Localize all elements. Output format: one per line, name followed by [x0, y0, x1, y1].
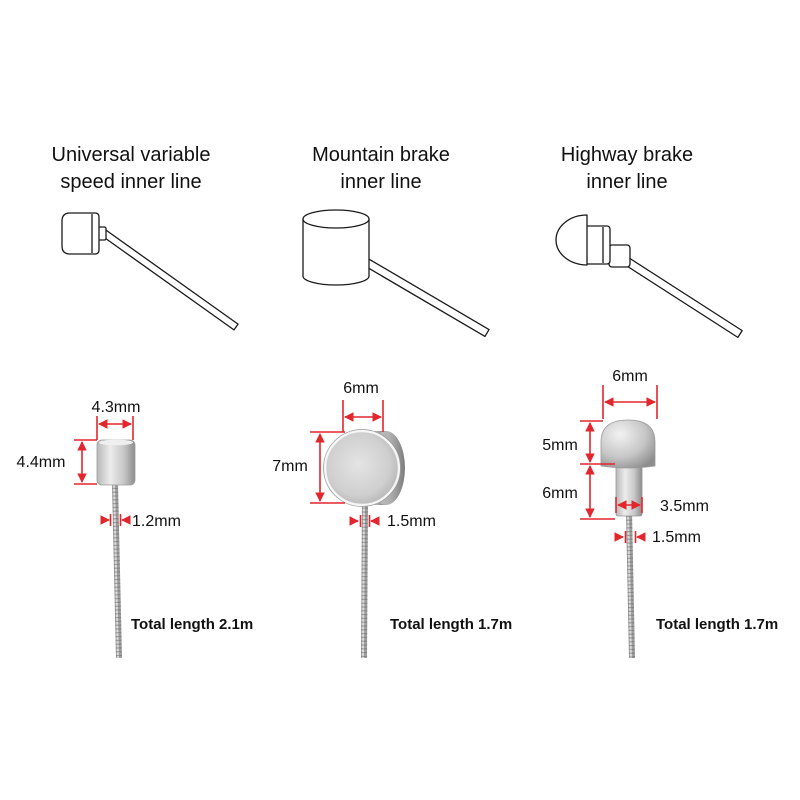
drawing-universal-head	[61, 212, 100, 255]
drawing-highway-dome	[555, 214, 588, 266]
title-universal: Universal variable speed inner line	[52, 144, 211, 193]
dim-highway-width-label: 6mm	[612, 368, 648, 385]
dim-highway-dome-height-label: 5mm	[542, 437, 578, 454]
total-length-universal: Total length 2.1m	[131, 616, 253, 633]
title-highway: Highway brake inner line	[561, 144, 693, 193]
total-length-highway: Total length 1.7m	[656, 616, 778, 633]
dim-highway-width: 6mm	[602, 368, 658, 419]
dim-universal-width-label: 4.3mm	[92, 399, 141, 416]
dim-highway-dome-height: 5mm	[542, 420, 615, 465]
drawing-highway-rod	[625, 257, 743, 339]
dim-highway-collar-width-label: 3.5mm	[660, 498, 709, 515]
dim-universal-width: 4.3mm	[92, 399, 141, 440]
drawing-mountain	[302, 209, 490, 338]
dim-mountain-width: 6mm	[342, 380, 384, 432]
dim-universal-height: 4.4mm	[17, 439, 97, 485]
photo-universal-wire	[112, 483, 122, 659]
photo-universal: 4.3mm 4.4mm 1.2mm Total length 2.1m	[17, 399, 253, 659]
drawing-universal	[61, 212, 239, 331]
photo-mountain-head	[323, 429, 405, 507]
dim-highway-neck-height: 6mm	[542, 465, 615, 520]
photo-highway-dome	[600, 419, 656, 469]
dim-mountain-height: 7mm	[272, 431, 345, 504]
drawing-highway-neck	[584, 225, 611, 265]
photo-highway-wire	[626, 511, 635, 659]
total-length-mountain: Total length 1.7m	[390, 616, 512, 633]
title-mountain-line1: Mountain brake	[312, 144, 450, 166]
dim-highway-wire-label: 1.5mm	[652, 529, 701, 546]
dim-universal-height-label: 4.4mm	[17, 454, 66, 471]
dim-mountain-wire-label: 1.5mm	[387, 513, 436, 530]
photo-mountain: 6mm 7mm 1.5mm Total length 1.7m	[272, 380, 512, 659]
photo-universal-head	[96, 439, 136, 486]
drawing-highway-collar	[608, 244, 631, 268]
dim-mountain-height-label: 7mm	[272, 458, 308, 475]
drawing-highway	[555, 214, 743, 339]
dim-highway-collar-width: 3.5mm	[615, 497, 709, 515]
title-mountain: Mountain brake inner line	[312, 144, 450, 193]
dim-universal-wire-label: 1.2mm	[132, 513, 181, 530]
title-universal-line2: speed inner line	[60, 171, 201, 193]
dim-mountain-wire: 1.5mm	[349, 513, 436, 530]
title-universal-line1: Universal variable	[52, 144, 211, 166]
drawing-universal-rod	[101, 229, 239, 331]
photo-mountain-head-face	[323, 429, 401, 507]
photo-mountain-wire	[361, 499, 368, 659]
title-highway-line2: inner line	[586, 171, 667, 193]
drawing-mountain-rod	[363, 257, 490, 338]
dim-universal-wire: 1.2mm	[100, 513, 181, 530]
dim-highway-neck-height-label: 6mm	[542, 485, 578, 502]
title-highway-line1: Highway brake	[561, 144, 693, 166]
photo-highway: 6mm 5mm 6mm 3.5mm 1.5mm Total length 1.7…	[542, 368, 778, 659]
photo-universal-head-top	[99, 439, 133, 446]
drawing-mountain-cylinder-body	[302, 218, 370, 286]
drawing-mountain-cylinder-top	[302, 209, 370, 229]
dim-mountain-width-label: 6mm	[343, 380, 379, 397]
dim-highway-wire: 1.5mm	[614, 529, 701, 546]
photo-highway-collar	[615, 461, 643, 517]
title-mountain-line2: inner line	[340, 171, 421, 193]
